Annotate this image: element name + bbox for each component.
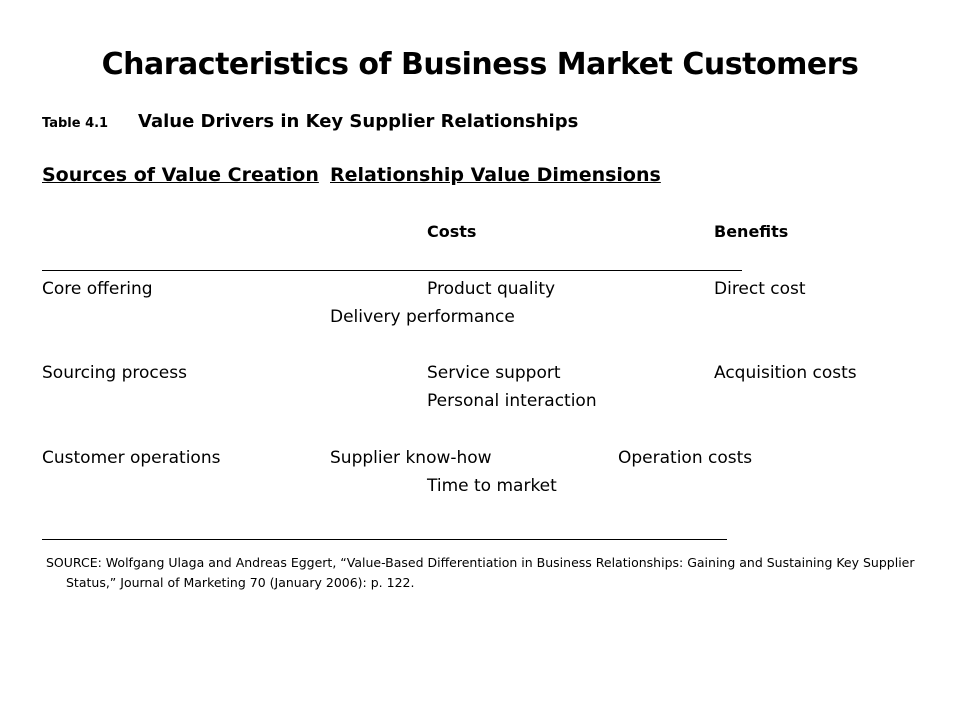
subheader-costs: Costs <box>427 222 477 241</box>
row-sourcing-process-extra: Personal interaction <box>427 391 597 411</box>
bottom-rule <box>42 539 727 540</box>
row-sourcing-process-cost: Service support <box>427 363 561 383</box>
row-customer-operations-extra: Time to market <box>427 476 557 496</box>
header-sources-of-value-creation: Sources of Value Creation <box>42 164 319 186</box>
row-sourcing-process-source: Sourcing process <box>42 363 187 383</box>
row-customer-operations-source: Customer operations <box>42 448 221 468</box>
source-citation: SOURCE: Wolfgang Ulaga and Andreas Egger… <box>46 555 915 590</box>
header-relationship-value-dimensions: Relationship Value Dimensions <box>330 164 661 186</box>
row-sourcing-process-benefit: Acquisition costs <box>714 363 857 383</box>
row-customer-operations-benefit: Operation costs <box>618 448 753 468</box>
row-core-offering-benefit: Direct cost <box>714 279 806 299</box>
row-core-offering-cost: Product quality <box>427 279 556 299</box>
slide-title: Characteristics of Business Market Custo… <box>101 47 859 82</box>
row-core-offering-extra: Delivery performance <box>330 307 515 327</box>
table-caption: Value Drivers in Key Supplier Relationsh… <box>138 111 579 132</box>
row-core-offering-source: Core offering <box>42 279 153 299</box>
row-customer-operations-cost: Supplier know-how <box>330 448 492 468</box>
table-label: Table 4.1 <box>42 116 109 131</box>
top-rule <box>42 270 742 271</box>
subheader-benefits: Benefits <box>714 222 789 241</box>
